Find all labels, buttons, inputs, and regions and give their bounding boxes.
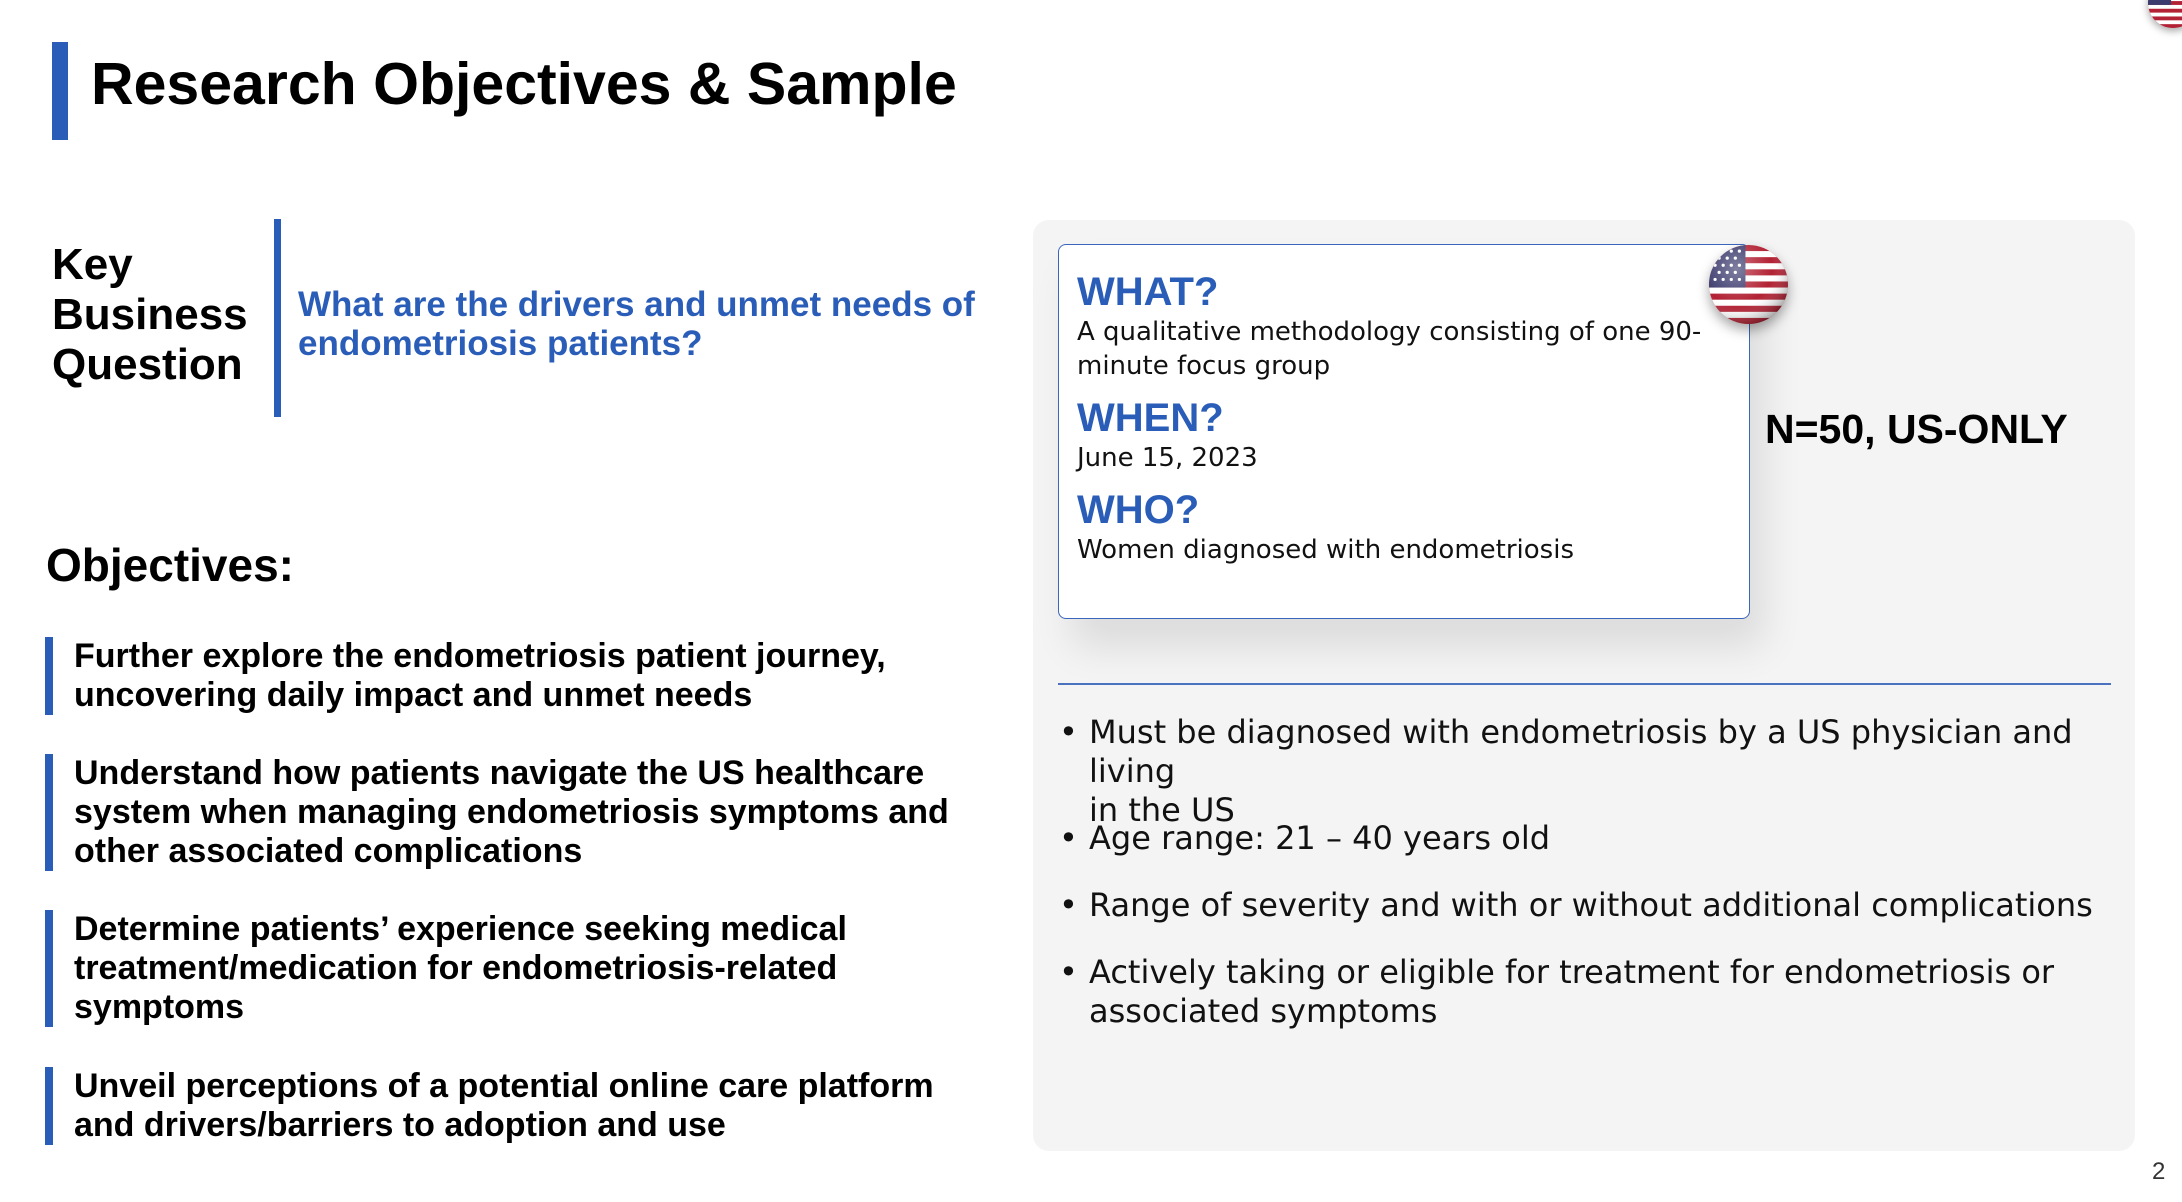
us-flag-icon <box>1709 245 1788 324</box>
criteria-line: Actively taking or eligible for treatmen… <box>1089 953 2055 991</box>
criteria-line: associated symptoms <box>1089 992 1438 1030</box>
criteria-item: • Must be diagnosed with endometriosis b… <box>1059 713 2109 830</box>
page-number: 2 <box>2152 1158 2166 1185</box>
when-text: June 15, 2023 <box>1077 443 1258 473</box>
title-accent-bar <box>52 42 68 140</box>
sample-size-label: N=50, US-ONLY <box>1765 406 2068 452</box>
kbq-label-line: Business <box>52 290 248 339</box>
objective-line: Determine patients’ experience seeking m… <box>74 910 847 948</box>
criteria-item: • Range of severity and with or without … <box>1059 886 2109 925</box>
objective-item: Determine patients’ experience seeking m… <box>45 910 975 1027</box>
what-heading: WHAT? <box>1077 270 1219 314</box>
objective-item: Understand how patients navigate the US … <box>45 754 975 871</box>
bullet-icon: • <box>1059 713 1078 751</box>
criteria-item: • Actively taking or eligible for treatm… <box>1059 953 2109 1031</box>
kbq-divider-bar <box>274 219 281 417</box>
objective-item: Unveil perceptions of a potential online… <box>45 1067 975 1145</box>
study-details-card: WHAT? A qualitative methodology consisti… <box>1058 244 1750 619</box>
criteria-divider <box>1058 683 2111 685</box>
criteria-item: • Age range: 21 – 40 years old <box>1059 819 2109 858</box>
us-flag-icon <box>2148 0 2182 28</box>
who-text: Women diagnosed with endometriosis <box>1077 535 1574 565</box>
kbq-label-line: Question <box>52 340 243 389</box>
objective-line: other associated complications <box>74 832 583 870</box>
objective-line: system when managing endometriosis sympt… <box>74 793 949 831</box>
slide-title: Research Objectives & Sample <box>91 51 957 117</box>
criteria-line: in the US <box>1089 791 1235 829</box>
criteria-line: Age range: 21 – 40 years old <box>1089 819 1551 857</box>
when-heading: WHEN? <box>1077 396 1224 440</box>
objective-line: Unveil perceptions of a potential online… <box>74 1067 934 1105</box>
bullet-icon: • <box>1059 886 1078 924</box>
objective-line: Understand how patients navigate the US … <box>74 754 925 792</box>
objective-line: and drivers/barriers to adoption and use <box>74 1106 726 1144</box>
what-text: A qualitative methodology consisting of … <box>1077 317 1702 381</box>
criteria-line: Must be diagnosed with endometriosis by … <box>1089 713 2073 790</box>
key-business-question-label: Key Business Question <box>52 240 248 390</box>
objective-line: Further explore the endometriosis patien… <box>74 637 886 675</box>
objectives-heading: Objectives: <box>46 539 294 591</box>
bullet-icon: • <box>1059 953 1078 991</box>
objective-line: uncovering daily impact and unmet needs <box>74 676 753 714</box>
kbq-label-line: Key <box>52 240 133 289</box>
criteria-line: Range of severity and with or without ad… <box>1089 886 2093 924</box>
objective-item: Further explore the endometriosis patien… <box>45 637 975 715</box>
who-heading: WHO? <box>1077 488 1200 532</box>
objective-line: symptoms <box>74 988 245 1026</box>
key-business-question-text: What are the drivers and unmet needs of … <box>298 285 975 363</box>
bullet-icon: • <box>1059 819 1078 857</box>
objective-line: treatment/medication for endometriosis-r… <box>74 949 838 987</box>
